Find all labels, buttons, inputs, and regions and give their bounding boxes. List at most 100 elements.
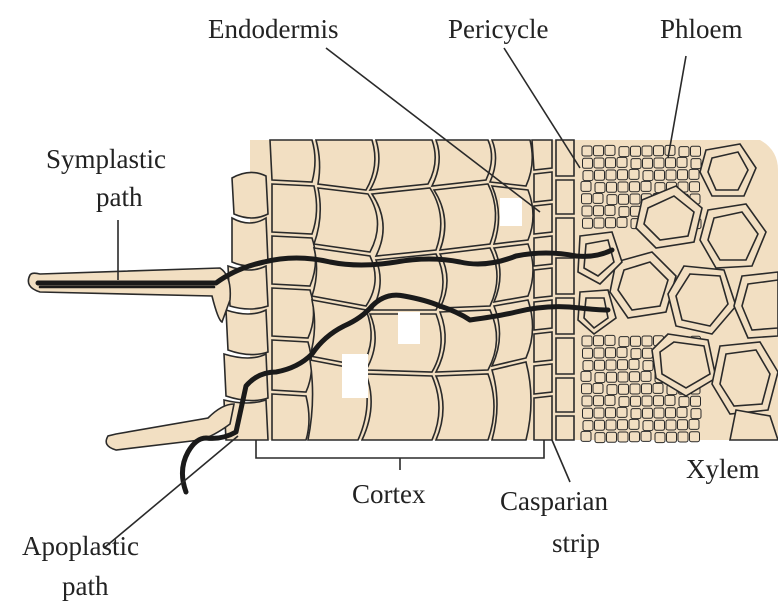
- phloem-cell: [593, 383, 603, 393]
- casparian-label-line1: Casparian: [500, 486, 608, 516]
- phloem-cell: [666, 170, 676, 180]
- phloem-cell: [606, 420, 616, 430]
- phloem-cell: [666, 408, 676, 418]
- phloem-cell: [618, 432, 628, 442]
- phloem-cell: [629, 359, 639, 369]
- phloem-cell: [691, 159, 701, 169]
- phloem-cell: [606, 170, 616, 180]
- phloem-label: Phloem: [660, 14, 743, 44]
- phloem-cell: [689, 419, 699, 429]
- phloem-cell: [605, 335, 615, 345]
- phloem-cell: [583, 361, 593, 371]
- phloem-cell: [619, 147, 629, 157]
- phloem-cell: [607, 432, 617, 442]
- phloem-cell: [581, 431, 591, 441]
- phloem-cell: [595, 360, 605, 370]
- phloem-cell: [619, 384, 629, 394]
- phloem-cell: [654, 396, 664, 406]
- phloem-cell: [583, 171, 593, 181]
- phloem-cell: [606, 360, 616, 370]
- phloem-cell: [607, 372, 617, 382]
- phloem-cell: [618, 182, 628, 192]
- phloem-cell: [618, 360, 628, 370]
- phloem-cell: [583, 158, 593, 168]
- phloem-cell: [606, 348, 616, 358]
- phloem-cell: [618, 170, 628, 180]
- phloem-cell: [631, 396, 641, 406]
- phloem-cell: [605, 145, 615, 155]
- phloem-cell: [641, 371, 651, 381]
- phloem-cell: [655, 420, 665, 430]
- phloem-cell: [605, 205, 615, 215]
- phloem-cell: [642, 336, 652, 346]
- phloem-cell: [630, 432, 640, 442]
- phloem-cell: [641, 181, 651, 191]
- apoplastic-label-line1: Apoplastic: [22, 531, 139, 561]
- pericycle-label: Pericycle: [448, 14, 548, 44]
- phloem-cell: [594, 146, 604, 156]
- phloem-cell: [655, 433, 665, 443]
- phloem-cell: [606, 158, 616, 168]
- phloem-cell: [666, 158, 676, 168]
- phloem-cell: [629, 419, 639, 429]
- phloem-cell: [595, 373, 605, 383]
- phloem-cell: [594, 348, 604, 358]
- phloem-cell: [654, 408, 664, 418]
- phloem-cell: [619, 337, 629, 347]
- phloem-cell: [595, 420, 605, 430]
- apoplastic-label-line2: path: [62, 571, 109, 601]
- phloem-cell: [678, 170, 688, 180]
- xylem-label: Xylem: [686, 454, 760, 484]
- phloem-cell: [617, 217, 627, 227]
- phloem-cell: [629, 169, 639, 179]
- phloem-cell: [595, 170, 605, 180]
- phloem-cell: [631, 159, 641, 169]
- phloem-cell: [642, 146, 652, 156]
- symplastic-label-line1: Symplastic: [46, 144, 166, 174]
- phloem-cell: [665, 395, 675, 405]
- phloem-cell: [643, 408, 653, 418]
- phloem-cell: [582, 396, 592, 406]
- phloem-cell: [595, 183, 605, 193]
- phloem-cell: [643, 348, 653, 358]
- phloem-cell: [654, 158, 664, 168]
- phloem-cell: [606, 408, 616, 418]
- casparian-label-line2: strip: [552, 528, 600, 558]
- phloem-cell: [582, 384, 592, 394]
- phloem-cell: [643, 421, 653, 431]
- cortex-bracket: [256, 440, 544, 470]
- phloem-cell: [679, 147, 689, 157]
- root-hairs: [28, 268, 234, 450]
- symplastic-label-line2: path: [96, 182, 143, 212]
- phloem-cell: [679, 397, 689, 407]
- phloem-cell: [678, 420, 688, 430]
- phloem-cell: [642, 396, 652, 406]
- phloem-cell: [607, 385, 617, 395]
- phloem-cell: [618, 420, 628, 430]
- phloem-cell: [583, 218, 593, 228]
- phloem-cell: [691, 396, 701, 406]
- phloem-cell: [654, 146, 664, 156]
- phloem-cell: [631, 349, 641, 359]
- phloem-cell: [594, 408, 604, 418]
- phloem-cell: [690, 182, 700, 192]
- phloem-cell: [606, 218, 616, 228]
- phloem-cell: [631, 336, 641, 346]
- phloem-cell: [594, 218, 604, 228]
- phloem-cell: [581, 181, 591, 191]
- phloem-cell: [618, 372, 628, 382]
- phloem-cell: [617, 347, 627, 357]
- phloem-cell: [594, 396, 604, 406]
- phloem-cell: [630, 372, 640, 382]
- phloem-cell: [619, 194, 629, 204]
- phloem-cell: [583, 408, 593, 418]
- phloem-cell: [619, 397, 629, 407]
- phloem-cell: [617, 407, 627, 417]
- casparian-leader: [552, 440, 570, 482]
- phloem-cell: [666, 420, 676, 430]
- phloem-cell: [594, 158, 604, 168]
- phloem-cell: [678, 432, 688, 442]
- phloem-cell: [677, 407, 687, 417]
- phloem-cell: [630, 194, 640, 204]
